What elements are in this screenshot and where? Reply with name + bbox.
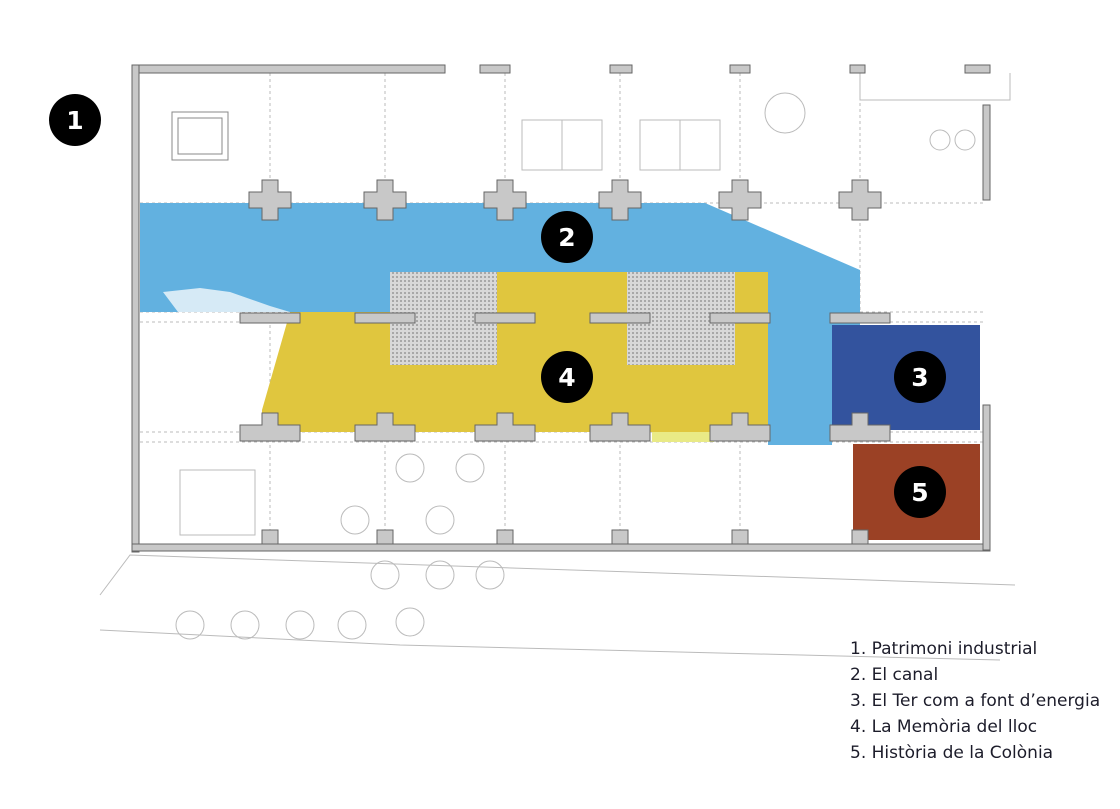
pillar-cross [483,179,527,221]
pillar-cross [598,179,642,221]
wall-top-segment [849,64,866,74]
pillar-base [261,529,279,545]
pillar-cross [718,179,762,221]
pillar-beam [709,312,771,324]
cafe-table [425,560,455,590]
pillar-t [354,412,416,442]
pillar-beam [829,312,891,324]
cafe-table [395,607,425,637]
pillar-base [851,529,869,545]
legend-item-2: 2. El canal [850,665,939,685]
wall-bottom [131,543,991,552]
pillar-cross [248,179,292,221]
cafe-table [395,453,425,483]
pillar-beam [239,312,301,324]
pillar-beam [354,312,416,324]
furniture-lines [99,73,1016,661]
legend-item-1: 1. Patrimoni industrial [850,639,1038,659]
pillar-cross [838,179,882,221]
room-outline [859,73,1011,101]
terrace-outline [99,629,1001,661]
pillar-t [474,412,536,442]
pillar-beam [474,312,536,324]
wall-top-segment [479,64,511,74]
pillar-cross [363,179,407,221]
marker-4: 4 [541,351,593,403]
pillar-t [589,412,651,442]
zone-canal [140,203,860,445]
marker-2: 2 [541,211,593,263]
wall-top-segment [964,64,991,74]
marker-1: 1 [49,94,101,146]
pillar-t [709,412,771,442]
wall-right [982,104,991,201]
canal-water-highlight [163,288,290,312]
pillar-t [239,412,301,442]
cafe-table [475,560,505,590]
walls [131,64,991,553]
kitchen [179,469,256,536]
wall-right-lower [982,404,991,551]
legend-item-4: 4. La Memòria del lloc [850,717,1038,737]
pillar-base [611,529,629,545]
wall-top-segment [609,64,633,74]
lift-inner [177,117,223,155]
wc [929,129,951,151]
cafe-table [370,560,400,590]
wall-top-segment [729,64,751,74]
cafe-table [455,453,485,483]
cafe-table [175,610,205,640]
pillar-t [829,412,891,442]
pillar-base [496,529,514,545]
legend-item-5: 5. Història de la Colònia [850,743,1054,763]
terrace-outline [99,554,1016,596]
cafe-table [285,610,315,640]
marker-3: 3 [894,351,946,403]
light-strip [652,432,714,442]
meeting-table [764,92,806,134]
legend: 1. Patrimoni industrial 2. El canal 3. E… [850,636,1100,766]
cafe-table [340,505,370,535]
cafe-table [425,505,455,535]
wc [954,129,976,151]
wall-top [131,64,446,74]
marker-5: 5 [894,466,946,518]
pillar-base [376,529,394,545]
pillar-beam [589,312,651,324]
cafe-table [230,610,260,640]
cafe-table [337,610,367,640]
wall-left [131,64,140,553]
lift [171,111,229,161]
legend-item-3: 3. El Ter com a font d’energia [850,691,1101,711]
pillar-base [731,529,749,545]
